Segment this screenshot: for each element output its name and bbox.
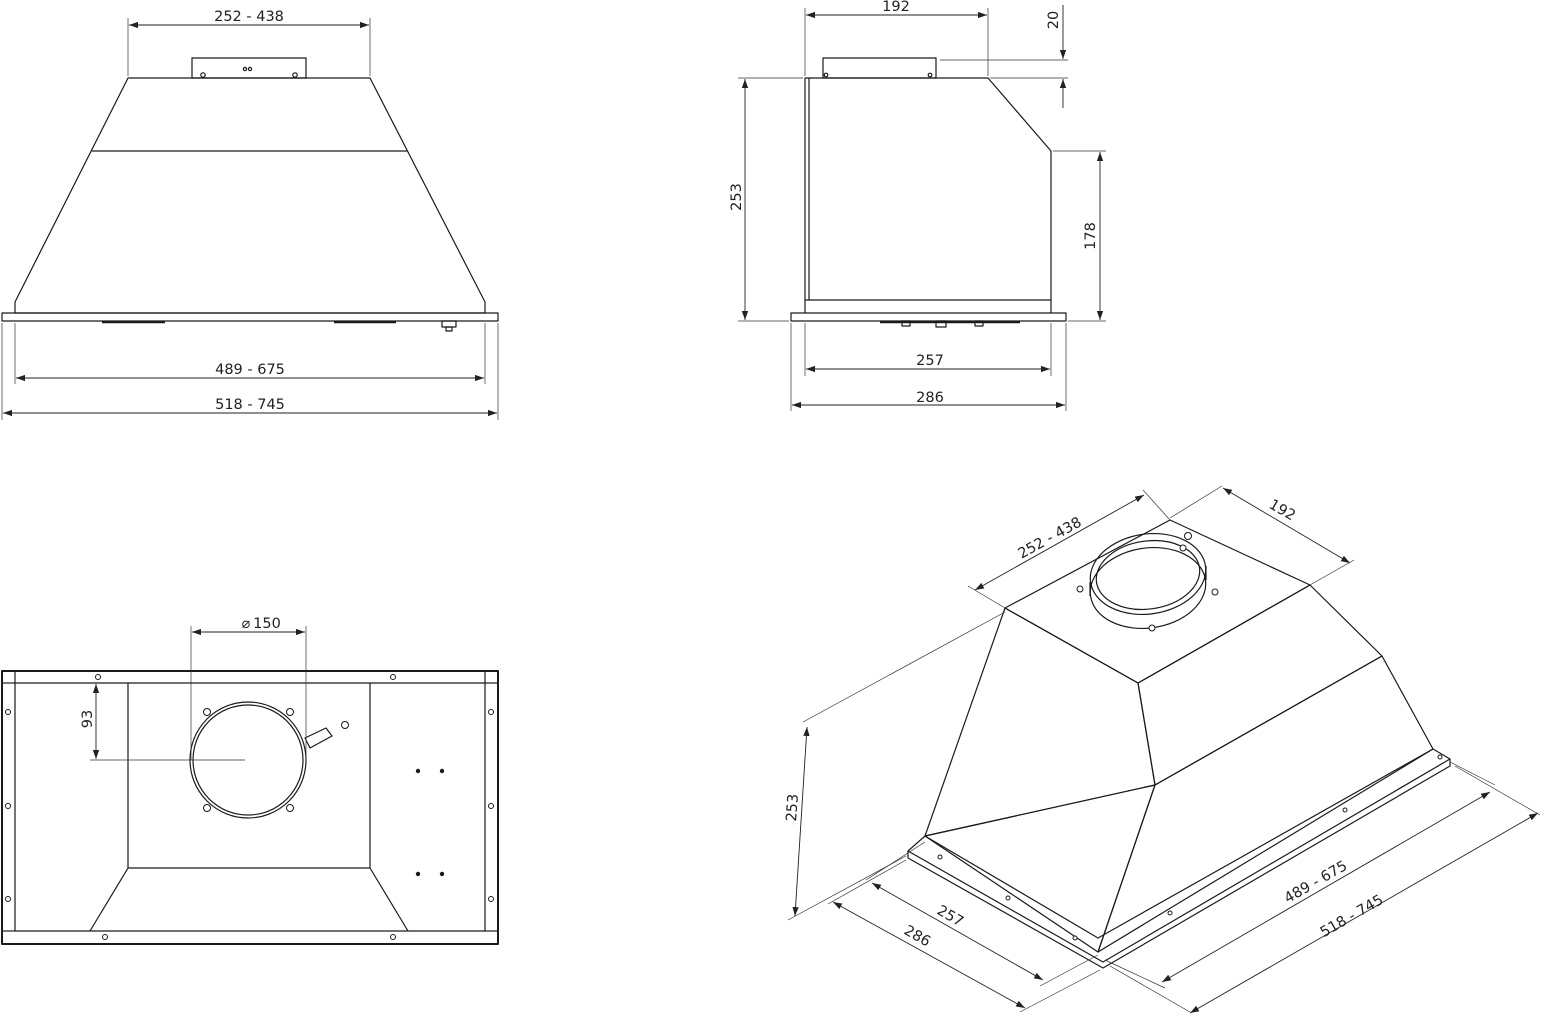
side-view: 192 20 253 178 257 286 [729,0,1106,411]
bottom-duct-outlet [90,701,349,819]
duct-diameter-symbol: ⌀ [242,616,251,632]
front-view: 252 - 438 489 - 675 518 - 745 [1,9,499,420]
front-dimensions: 252 - 438 489 - 675 518 - 745 [1,9,499,420]
iso-duct-collar [1076,532,1219,632]
iso-width-outer-label: 518 - 745 [1318,892,1386,941]
side-collar-height-label: 20 [1046,11,1062,29]
front-width-top-label: 252 - 438 [214,9,284,25]
side-dimensions: 192 20 253 178 257 286 [729,0,1106,411]
bottom-view: ⌀ 150 93 [1,616,499,945]
isometric-view: 252 - 438 192 253 257 286 [784,485,1541,1014]
duct-diameter-label: 150 [253,616,281,632]
iso-depth-outer-label: 286 [901,923,933,951]
front-width-outer-label: 518 - 745 [215,397,285,413]
iso-width-inner-label: 489 - 675 [1282,858,1350,907]
side-front-height-label: 178 [1083,222,1099,250]
duct-offset-label: 93 [80,710,96,728]
side-depth-inner-label: 257 [916,353,944,369]
iso-height-label: 253 [784,793,802,822]
bottom-hood-outline [1,670,499,945]
side-depth-outer-label: 286 [916,390,944,406]
front-hood-outline [1,57,499,332]
side-depth-top-label: 192 [882,0,910,15]
iso-depth-inner-label: 257 [934,903,966,931]
front-width-inner-label: 489 - 675 [215,362,285,378]
iso-width-top-label: 252 - 438 [1016,515,1085,563]
iso-depth-top-label: 192 [1266,497,1298,525]
side-hood-outline [790,57,1067,328]
bottom-dimensions: ⌀ 150 93 [80,616,307,760]
side-height-label: 253 [729,183,745,211]
